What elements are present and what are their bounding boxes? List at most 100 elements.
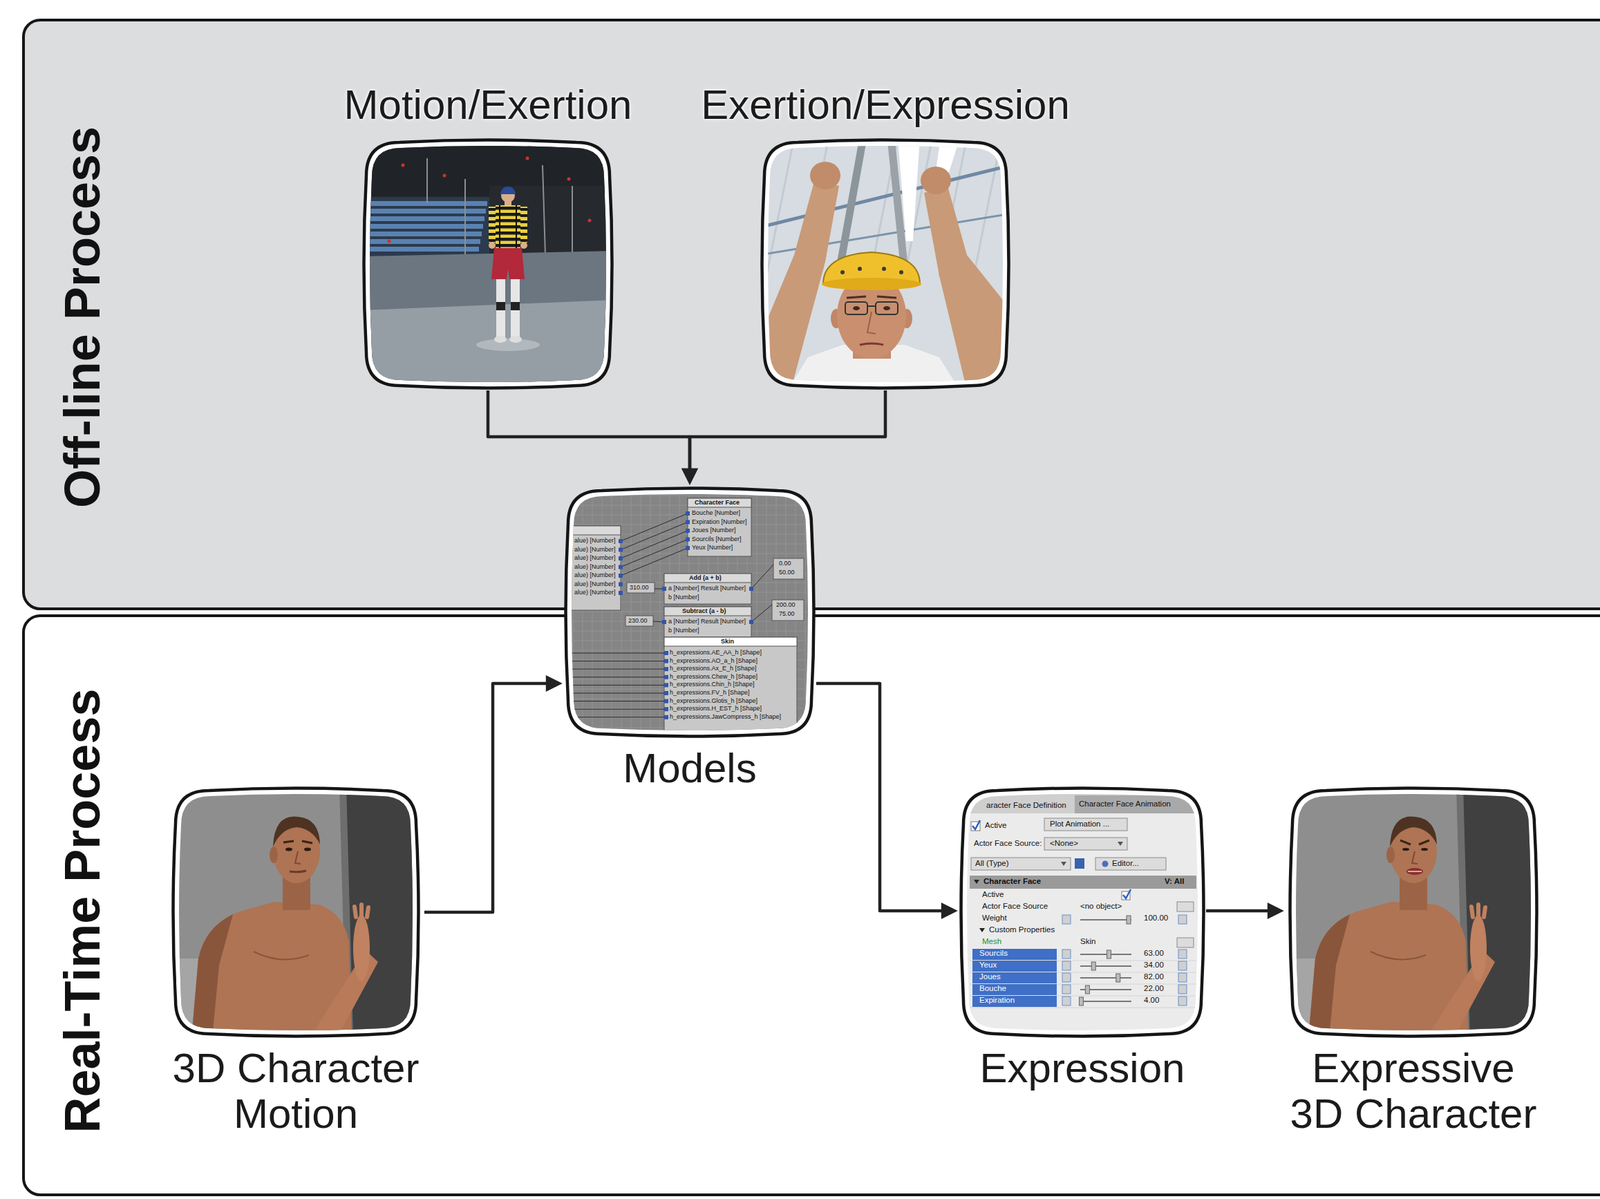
illustration-part xyxy=(563,525,621,535)
screenshot-text: <None> xyxy=(1049,839,1079,849)
screenshot-text: h_expressions.Chew_h [Shape] xyxy=(669,673,758,681)
illustration-part xyxy=(1407,870,1422,873)
illustration-part xyxy=(563,525,621,611)
screenshot-text: alue) [Number] xyxy=(574,554,616,562)
illustration-part xyxy=(283,841,294,843)
illustration-part xyxy=(592,485,594,739)
illustration-part xyxy=(877,296,897,298)
screenshot-text: 4.00 xyxy=(1143,995,1160,1006)
illustration-part xyxy=(620,513,688,542)
image-illustration xyxy=(170,785,421,1039)
illustration-part xyxy=(563,653,665,654)
illustration-part xyxy=(563,709,665,710)
illustration-part xyxy=(1370,951,1426,960)
screenshot-text: Mesh xyxy=(982,937,1002,947)
illustration-part xyxy=(520,239,528,242)
image-illustration xyxy=(759,137,1012,391)
illustration-part xyxy=(664,637,797,647)
illustration-part xyxy=(476,338,540,352)
illustration-part xyxy=(601,485,603,739)
illustration-part xyxy=(664,637,797,739)
screenshot-text: a [Number] Result [Number] xyxy=(668,617,746,626)
illustration-part xyxy=(618,573,623,578)
illustration-part xyxy=(488,214,496,218)
screenshot-text: b [Number] xyxy=(668,593,700,602)
illustration-part xyxy=(969,875,1197,889)
illustration-part xyxy=(1044,818,1128,831)
illustration-part xyxy=(500,186,516,195)
illustration-part xyxy=(488,206,496,243)
image-frame xyxy=(759,137,1012,391)
illustration-part xyxy=(664,666,669,672)
illustration-part xyxy=(1062,984,1071,994)
illustration-part xyxy=(867,311,876,334)
illustration-part xyxy=(685,511,690,516)
illustration-part xyxy=(1287,785,1540,1039)
illustration-part xyxy=(488,220,496,224)
illustration-part xyxy=(510,302,520,311)
illustration-part xyxy=(496,279,506,338)
image-frame: aracter Face DefinitionCharacter Face An… xyxy=(958,785,1207,1039)
illustration-part xyxy=(571,185,573,254)
screenshot-text: Sourcils [Number] xyxy=(691,535,742,544)
illustration-part xyxy=(1085,985,1090,994)
illustration-part xyxy=(509,335,522,343)
illustration-part xyxy=(958,785,1207,1039)
illustration-part xyxy=(685,537,690,542)
flow-arrow xyxy=(689,390,886,481)
illustration-part xyxy=(664,573,752,605)
illustration-part xyxy=(1080,953,1132,956)
image-illustration xyxy=(361,137,615,391)
image-box: ModelsCharacter FaceBouche [Number]Expir… xyxy=(563,485,817,792)
screenshot-text: All (Type) xyxy=(975,859,1010,869)
illustration-part xyxy=(971,857,1071,871)
illustration-part xyxy=(867,305,876,307)
illustration-part xyxy=(563,700,665,702)
illustration-part xyxy=(1178,949,1187,959)
screenshot-text: alue) [Number] xyxy=(574,563,616,571)
screenshot-text: Expiration [Number] xyxy=(691,518,748,526)
illustration-part xyxy=(289,870,307,873)
node-caption: Expression xyxy=(980,1045,1186,1092)
node-caption: Expressive 3D Character xyxy=(1285,1045,1542,1137)
illustration-part xyxy=(1178,973,1187,983)
illustration-part xyxy=(488,226,496,230)
illustration-part xyxy=(563,485,817,487)
illustration-part xyxy=(662,619,667,625)
screenshot-text: b [Number] xyxy=(668,626,700,635)
screenshot-text: Sourcils xyxy=(979,948,1008,959)
picture xyxy=(759,137,1012,391)
illustration-part xyxy=(687,498,752,557)
illustration-part xyxy=(525,156,530,161)
illustration-part xyxy=(542,165,546,256)
illustration-part xyxy=(620,522,688,551)
image-frame xyxy=(170,785,421,1039)
screenshot-text: Skin xyxy=(1080,937,1096,947)
illustration-part xyxy=(611,485,613,739)
node-caption: Models xyxy=(622,745,757,792)
illustration-part xyxy=(685,520,690,525)
screenshot-text: Character Face xyxy=(694,499,740,507)
illustration-part xyxy=(1062,996,1071,1006)
illustration-part xyxy=(563,716,665,718)
illustration-part xyxy=(1178,984,1187,994)
illustration-part xyxy=(563,684,665,686)
illustration-part xyxy=(1117,841,1124,846)
illustration-part xyxy=(859,343,884,345)
illustration-part xyxy=(359,904,364,916)
illustration-part xyxy=(620,548,688,576)
illustration-part xyxy=(618,565,623,570)
screenshot-text: 230.00 xyxy=(628,617,648,625)
illustration-part xyxy=(464,179,466,259)
illustration-part xyxy=(489,185,615,256)
illustration-part xyxy=(387,239,392,244)
illustration-part xyxy=(1062,915,1071,925)
illustration-part xyxy=(191,914,233,1039)
screenshot-text: 310.00 xyxy=(629,584,649,592)
illustration-part xyxy=(1116,973,1121,983)
illustration-part xyxy=(1126,915,1131,925)
illustration-part xyxy=(685,528,690,533)
screenshot-text: h_expressions.H_EST_h [Shape] xyxy=(669,704,762,713)
illustration-part xyxy=(1062,961,1071,971)
illustration-part xyxy=(494,335,507,343)
